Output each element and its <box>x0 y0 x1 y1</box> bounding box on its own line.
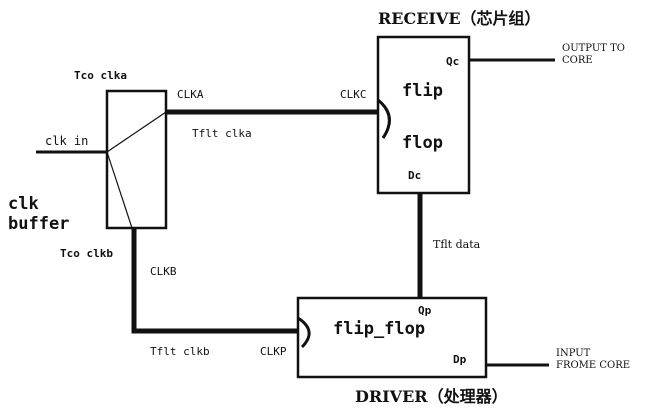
buffer-diagonal-lower <box>106 151 133 229</box>
receive-d-label: Dc <box>408 169 422 182</box>
driver-flipflop-box <box>296 296 488 379</box>
clkc-label: CLKC <box>340 88 367 101</box>
receive-clock-wedge <box>377 98 391 139</box>
receive-flipflop-box <box>376 35 471 195</box>
buffer-diagonal-upper <box>106 111 167 153</box>
input-label-line1: INPUT <box>556 348 591 359</box>
clk-buffer-box <box>105 89 168 230</box>
receive-flip-label: flip <box>402 81 443 101</box>
driver-title: DRIVER（处理器） <box>355 387 508 406</box>
driver-q-label: Qp <box>418 304 432 317</box>
clkp-label: CLKP <box>260 345 287 358</box>
receive-flop-label: flop <box>402 133 443 153</box>
driver-clock-wedge <box>297 316 311 349</box>
receive-q-label: Qc <box>446 55 460 68</box>
receive-title: RECEIVE（芯片组） <box>378 9 541 28</box>
output-label-line1: OUTPUT TO <box>562 43 625 54</box>
tflt-clka-label: Tflt clka <box>192 127 252 140</box>
tco-clkb-label: Tco clkb <box>60 247 113 260</box>
driver-d-label: Dp <box>453 353 467 366</box>
clkb-label: CLKB <box>150 265 177 278</box>
tflt-clkb-label: Tflt clkb <box>150 345 210 358</box>
clkb-wire <box>131 228 298 334</box>
tco-clka-label: Tco clka <box>74 69 127 82</box>
driver-flipflop-label: flip_flop <box>333 319 426 339</box>
output-label-line2: CORE <box>562 55 593 66</box>
tflt-data-label: Tflt data <box>433 238 481 251</box>
clk-buffer-label-line1: clk <box>8 194 39 214</box>
input-label-line2: FROME CORE <box>556 360 631 371</box>
clka-label: CLKA <box>177 88 204 101</box>
clk-in-label: clk in <box>45 134 89 148</box>
clk-buffer-label-line2: buffer <box>8 214 70 234</box>
